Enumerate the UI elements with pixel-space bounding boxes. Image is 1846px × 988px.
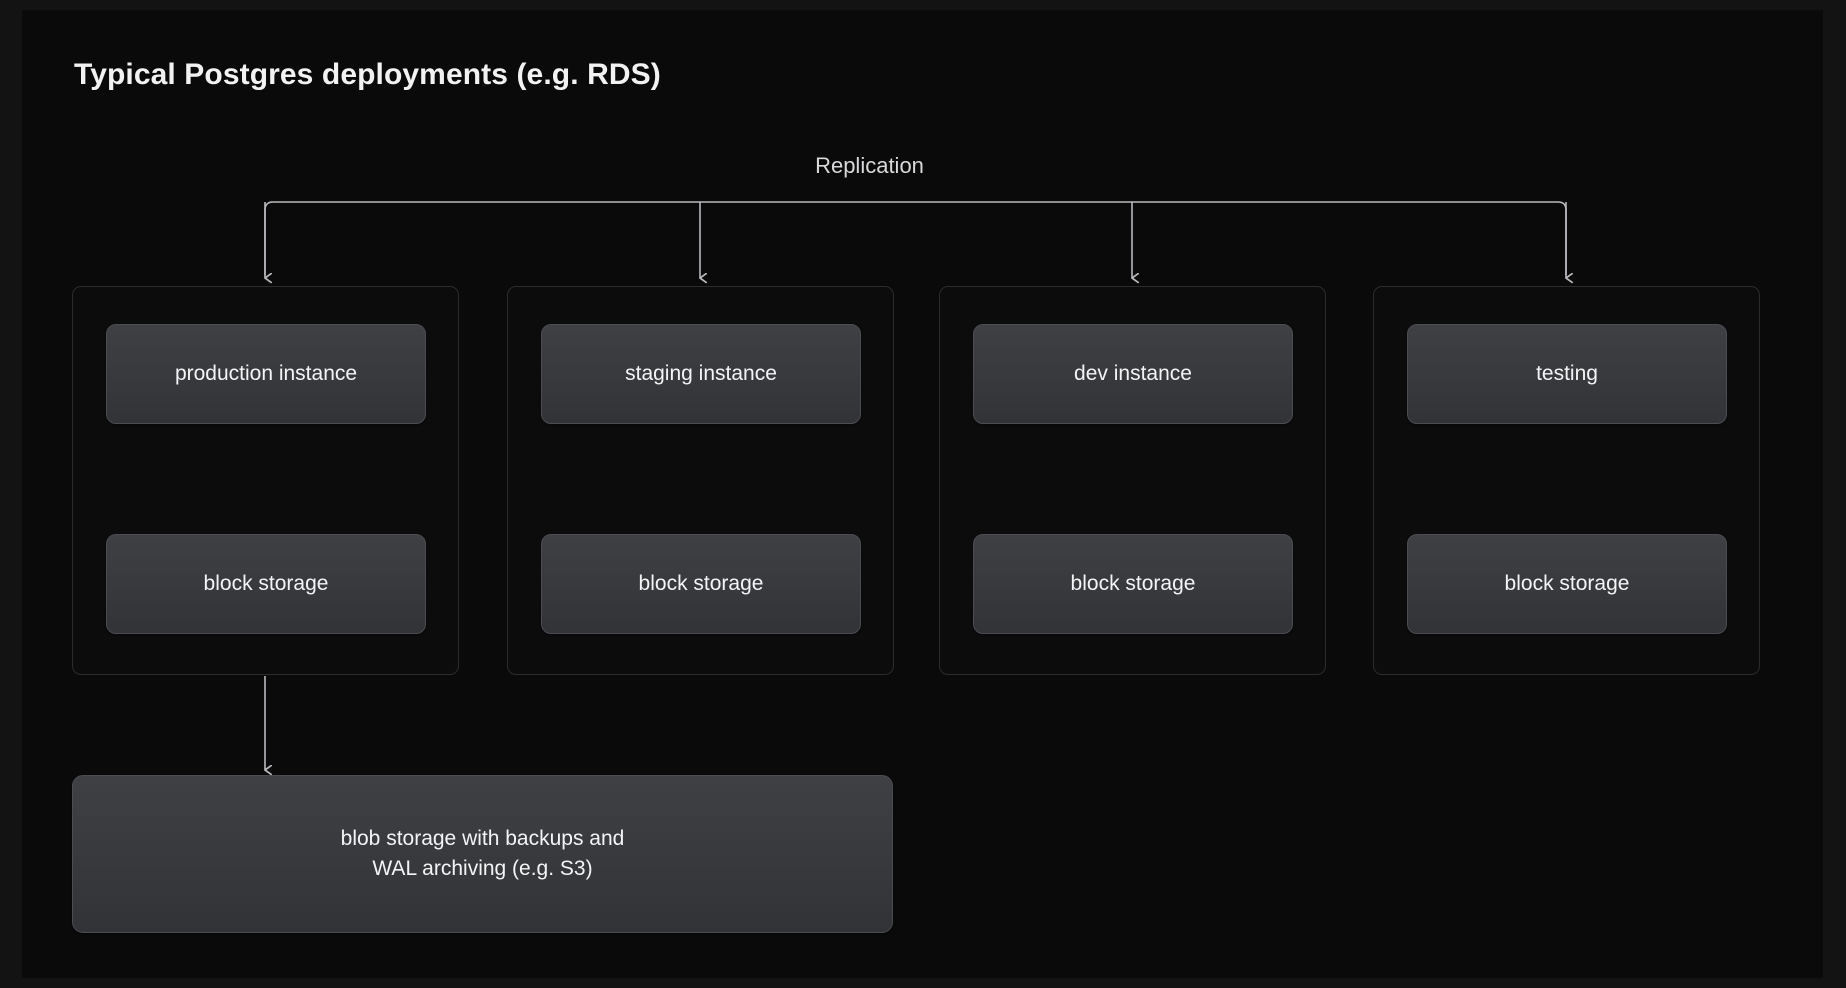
node-staging-block-storage[interactable]: block storage — [541, 534, 861, 634]
node-blob-storage-line1: blob storage with backups and — [340, 827, 625, 851]
diagram-frame: Typical Postgres deployments (e.g. RDS) … — [22, 10, 1823, 978]
node-testing-instance-label: testing — [1536, 362, 1598, 386]
node-dev-instance-label: dev instance — [1074, 362, 1192, 386]
node-blob-storage-line2: WAL archiving (e.g. S3) — [372, 857, 593, 880]
replication-label-text: Replication — [815, 153, 924, 178]
replication-drop-arrows — [265, 202, 1566, 278]
node-dev-instance[interactable]: dev instance — [973, 324, 1293, 424]
node-staging-instance-label: staging instance — [625, 362, 777, 386]
node-blob-storage[interactable]: blob storage with backups and WAL archiv… — [72, 775, 893, 933]
node-production-block-storage-label: block storage — [203, 572, 329, 596]
node-testing-block-storage[interactable]: block storage — [1407, 534, 1727, 634]
node-testing-block-storage-label: block storage — [1504, 572, 1630, 596]
node-production-instance-label: production instance — [174, 362, 358, 386]
node-dev-block-storage-label: block storage — [1070, 572, 1196, 596]
node-production-instance[interactable]: production instance — [106, 324, 426, 424]
node-dev-block-storage[interactable]: block storage — [973, 534, 1293, 634]
diagram-canvas: Typical Postgres deployments (e.g. RDS) … — [22, 10, 1823, 978]
replication-bus — [264, 201, 1567, 275]
node-staging-instance[interactable]: staging instance — [541, 324, 861, 424]
node-staging-block-storage-label: block storage — [638, 572, 764, 596]
instance-storage-arrows — [265, 440, 1566, 532]
replication-label: Replication — [22, 153, 1823, 179]
page-title: Typical Postgres deployments (e.g. RDS) — [74, 58, 661, 91]
node-testing-instance[interactable]: testing — [1407, 324, 1727, 424]
node-production-block-storage[interactable]: block storage — [106, 534, 426, 634]
